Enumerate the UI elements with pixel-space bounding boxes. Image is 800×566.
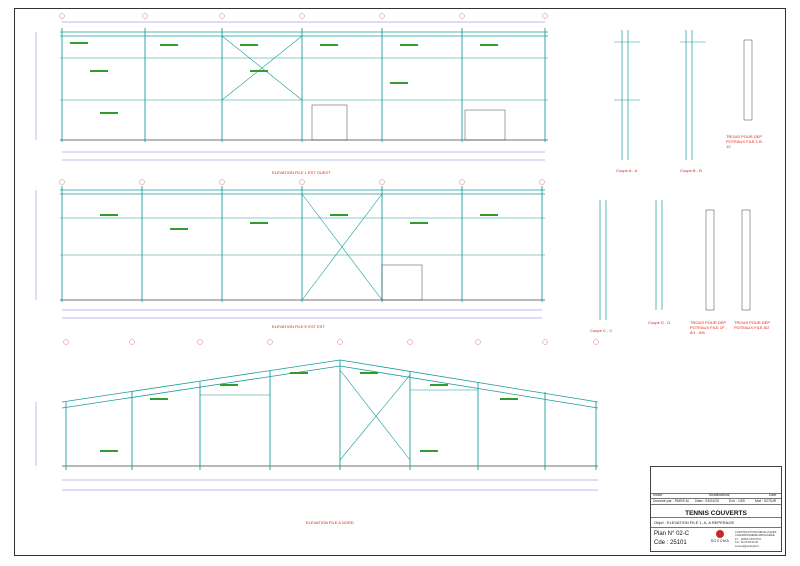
dimension-lines bbox=[35, 21, 545, 161]
company-logo: SOCOMA bbox=[709, 530, 731, 550]
company-line-3: Z.I. - 00000 XXXXXXX bbox=[735, 537, 762, 541]
material: Mat : S275JR bbox=[755, 499, 777, 503]
scale: Ech : 1/50 bbox=[729, 499, 745, 503]
drawing-object: Objet : ELEVATION FILE 1, A, A REPERAGE bbox=[654, 520, 735, 525]
company-line-5: socoma@example.fr bbox=[735, 544, 759, 548]
section-b bbox=[680, 30, 706, 160]
section-a bbox=[614, 30, 640, 160]
elevation-view-1 bbox=[35, 13, 548, 161]
header-indice: Indice bbox=[653, 493, 663, 497]
view-title-coupe-b: Coupe B - B bbox=[680, 168, 702, 173]
view-title-trous-3: TROUS POUR DEP POTEAUX FILE 8/2 bbox=[734, 320, 770, 330]
view-title-coupe-a: Coupe A - A bbox=[616, 168, 638, 173]
header-date: Date bbox=[769, 493, 777, 497]
hole-detail-1 bbox=[743, 39, 753, 121]
logo-mark-icon bbox=[716, 530, 724, 538]
project-title: TENNIS COUVERTS bbox=[685, 510, 747, 517]
sheet-frame bbox=[14, 8, 786, 556]
section-views bbox=[599, 30, 753, 320]
view-title-trous-1: TROUS POUR DEP POTEAUX FILE 1 B - 1C bbox=[726, 134, 765, 149]
grid-bubbles bbox=[59, 13, 548, 19]
company-line-1: CONSTRUCTIONS METALLIQUES bbox=[735, 531, 777, 534]
title-block: Indice Modifications Date Dessiné par : … bbox=[650, 466, 782, 552]
drawn-by: Dessiné par : PARIS.M. bbox=[653, 499, 690, 503]
view-title-coupe-d: Coupe D - D bbox=[648, 320, 671, 325]
view-title-coupe-c: Coupe C - C bbox=[590, 328, 613, 333]
section-c bbox=[599, 200, 607, 320]
elevation-view-gable bbox=[35, 339, 599, 491]
view-title-elev3: ELEVATION FILE A NORD bbox=[306, 520, 354, 525]
company-name: SOCOMA bbox=[710, 539, 730, 543]
notes bbox=[70, 42, 498, 114]
company-line-2: CHAUDRONNERIE-METALLERIE bbox=[735, 534, 775, 538]
elevation-view-2 bbox=[35, 179, 545, 319]
plan-number: Plan N° 02-C bbox=[654, 531, 690, 537]
view-title-elev2: ELEVATION FILE E EST EST bbox=[272, 324, 325, 329]
company-address: CONSTRUCTIONS METALLIQUES CHAUDRONNERIE-… bbox=[735, 531, 776, 548]
drawing-date: Date : 03/04/25 bbox=[695, 499, 719, 503]
hole-detail-3 bbox=[741, 209, 751, 311]
view-title-elev1: ELEVATION FILE 1 EST OUEST bbox=[272, 170, 331, 175]
header-modifications: Modifications bbox=[709, 493, 730, 497]
company-line-4: Tél : 00 00 00 00 00 bbox=[735, 541, 759, 545]
bracing-x bbox=[221, 35, 303, 101]
opening bbox=[311, 104, 506, 141]
view-title-trous-2: TROUS POUR DEP POTEAUX FILE 1F - 8/1 - 8… bbox=[690, 320, 727, 335]
hole-detail-2 bbox=[705, 209, 715, 311]
section-d bbox=[655, 200, 663, 310]
order-number: Cde : 25101 bbox=[654, 540, 687, 546]
columns bbox=[61, 28, 546, 142]
